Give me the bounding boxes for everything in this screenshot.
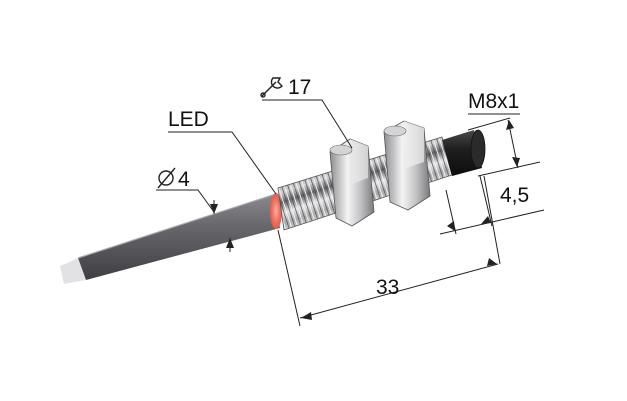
wrench-size-label: 17 [288,76,311,99]
cable [60,193,280,284]
total-dimension-line [299,263,499,319]
wrench-icon [260,77,283,98]
arrowheads [210,120,520,320]
tip-length-label: 4,5 [500,184,529,207]
cable-diameter-label: 4 [178,168,190,191]
thread-label: M8x1 [468,90,519,113]
diameter-leader-line [156,189,215,213]
sensing-tip [442,129,486,176]
led-ring [270,193,282,229]
diameter-symbol-icon [157,167,176,189]
led-leader-line [168,131,277,195]
total-length-label: 33 [376,276,399,299]
front-nut [383,120,431,211]
rear-nut [329,138,375,227]
wrench-leader-line [262,99,353,149]
led-label: LED [168,108,209,131]
